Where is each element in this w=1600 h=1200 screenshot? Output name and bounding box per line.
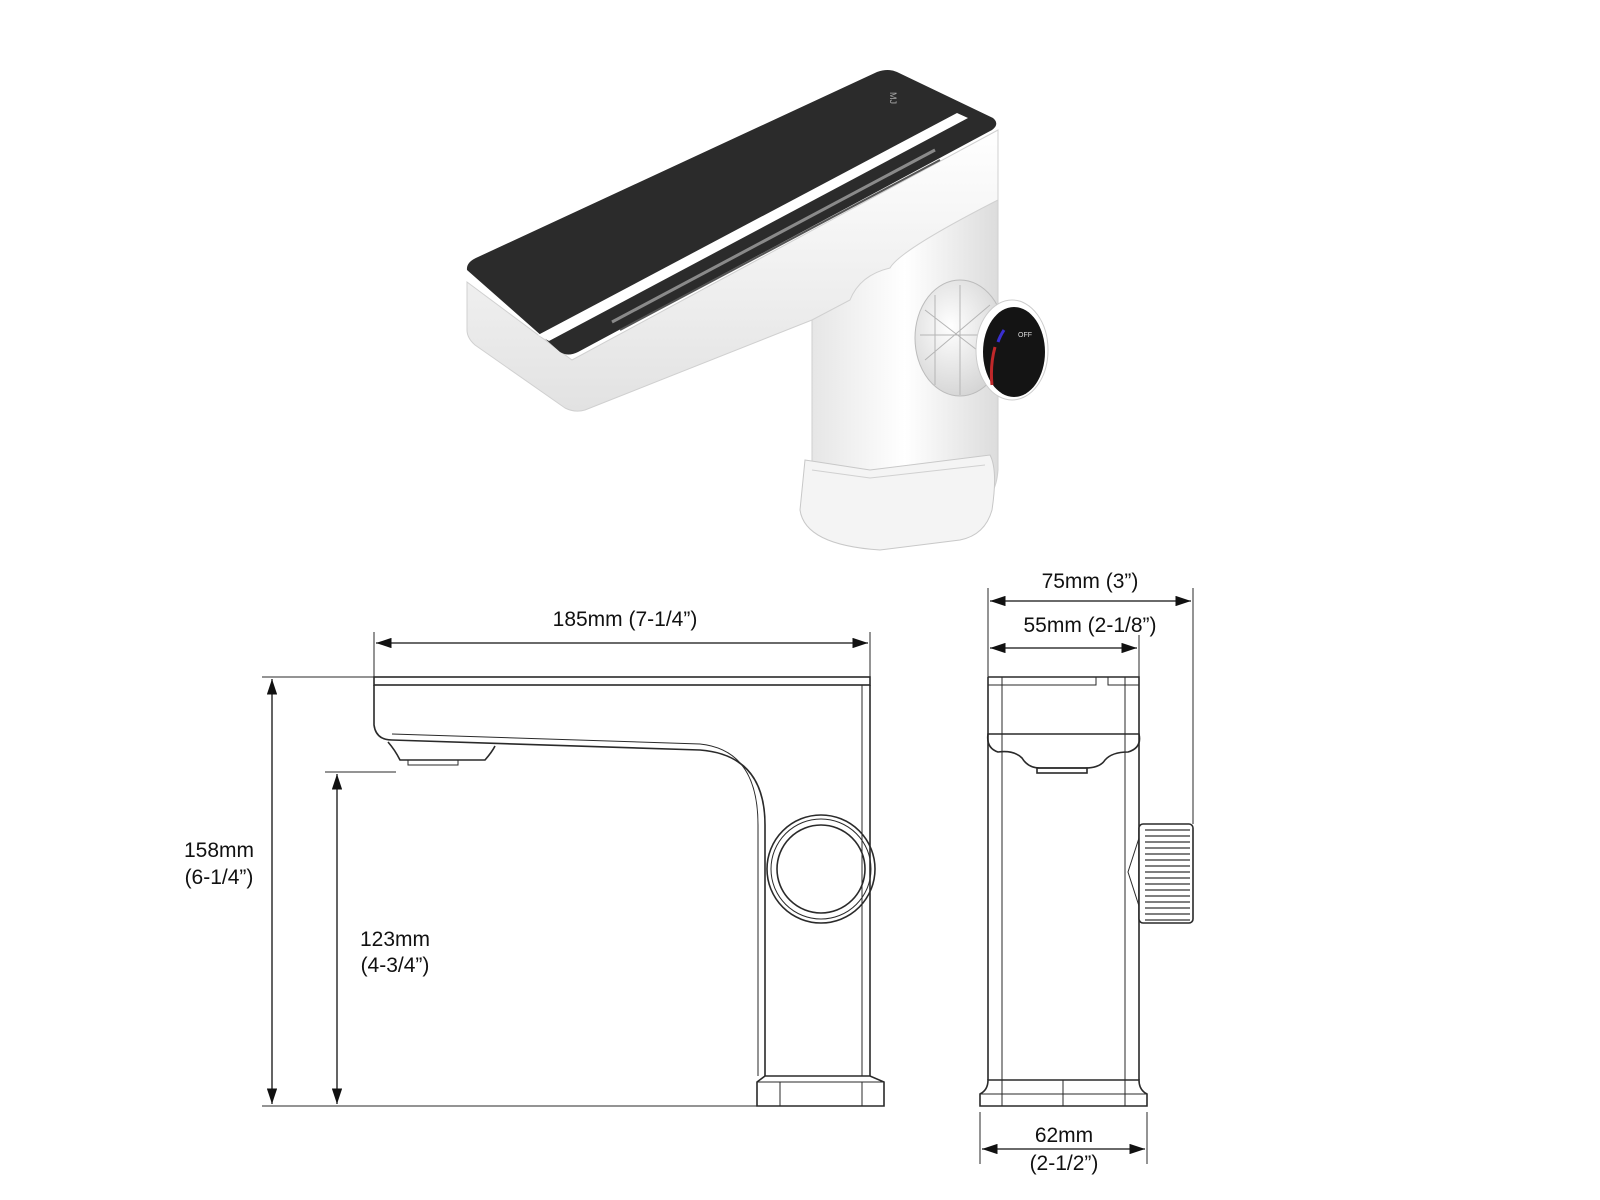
depth-75-label: 75mm (3”): [1042, 570, 1139, 593]
spout-height-in-label: (4-3/4”): [361, 954, 430, 977]
knob-off-label: OFF: [1018, 332, 1032, 339]
dimension-depth-75: 75mm (3”): [987, 570, 1194, 824]
base-62-in-label: (2-1/2”): [1030, 1152, 1099, 1175]
knob-front: [766, 814, 876, 924]
faucet-top-glass: [466, 70, 997, 355]
temperature-arc-cold: [996, 329, 1006, 343]
aerator: [387, 741, 496, 761]
knob-display: [983, 307, 1045, 397]
dimension-spout-height-123: 123mm (4-3/4”): [325, 771, 430, 1104]
brand-mark: MJ: [888, 92, 898, 104]
base-62-mm-label: 62mm: [1035, 1124, 1093, 1147]
product-render: MJ OFF: [466, 70, 1049, 551]
knob-side: [1138, 823, 1194, 924]
top-divider-strip: [538, 113, 968, 341]
dimension-height-158: 158mm (6-1/4”): [184, 676, 757, 1107]
dimension-base-62: 62mm (2-1/2”): [979, 1112, 1148, 1175]
height-158-mm-label: 158mm: [184, 839, 254, 862]
depth-55-label: 55mm (2-1/8”): [1023, 614, 1156, 637]
front-view-drawing: [373, 676, 885, 1107]
faucet-spout-body: [466, 129, 999, 412]
temperature-arc-hot: [989, 346, 997, 386]
dimension-width-185: 185mm (7-1/4”): [373, 608, 871, 677]
spout-height-mm-label: 123mm: [360, 928, 430, 951]
width-185-label: 185mm (7-1/4”): [553, 608, 698, 631]
faucet-base: [799, 454, 996, 551]
side-view-drawing: [979, 676, 1194, 1107]
height-158-in-label: (6-1/4”): [185, 866, 254, 889]
dimension-depth-55: 55mm (2-1/8”): [990, 614, 1157, 677]
